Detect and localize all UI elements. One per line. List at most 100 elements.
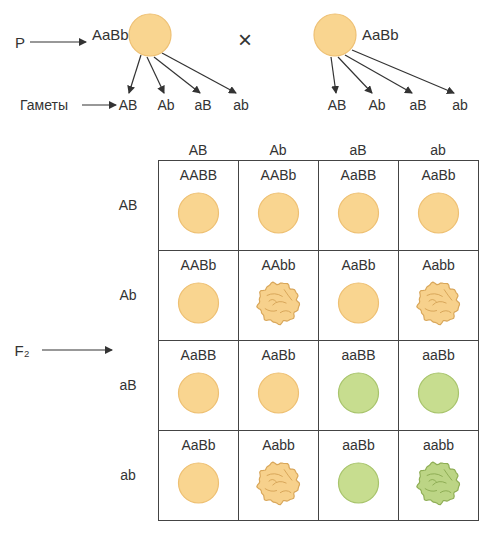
pea-wrinkle [444,290,452,300]
punnett-cell: AABB [158,160,239,251]
genotype-text: Aabb [399,258,478,272]
gamete-label: Ab [157,98,174,112]
gamete-label: Ab [368,98,385,112]
genotype-text: AaBB [319,168,398,182]
gamete-arrow [129,55,141,93]
pea-wrinkle [440,491,450,493]
pea-wrinkled [257,462,300,505]
pea-smooth [259,193,299,233]
pea-wrinkle [265,309,276,312]
pea-wrinkled [417,462,460,505]
cross-sign: × [238,28,252,52]
genotype-text: AaBb [159,438,238,452]
punnett-cell: AaBb [318,250,399,341]
gamete-arrow [352,50,454,93]
pea-wrinkle [280,491,290,493]
genotype-text: AaBB [159,348,238,362]
gamete-arrow [338,57,372,93]
row-header: AB [119,198,138,212]
pea-smooth [339,373,379,413]
genotype-text: AaBb [319,258,398,272]
gamete-arrow [162,53,236,93]
genotype-text: AABb [159,258,238,272]
punnett-cell: AABb [238,160,319,251]
generation-label: P [15,35,25,50]
generation-label: F₂ [15,343,30,358]
pea-wrinkle [273,301,286,304]
genotype-text: aaBb [399,348,478,362]
pea-smooth [259,373,299,413]
genotype-label: AaBb [362,27,399,42]
pea-smooth [339,463,379,503]
genotype-text: aaBB [319,348,398,362]
punnett-cell: AaBb [158,430,239,521]
parent-pea: AaBb [312,12,412,58]
pea-smooth [179,373,219,413]
punnett-cell: AAbb [238,250,319,341]
column-header: aB [349,143,366,157]
pea-smooth [339,193,379,233]
pea-smooth [419,193,459,233]
punnett-cell: aaBb [398,340,479,431]
gamete-arrow [154,57,200,93]
gamete-label: ab [452,98,468,112]
gamete-label: AB [328,98,347,112]
pea-wrinkled [417,282,460,325]
row-header: Ab [119,288,136,302]
pea-wrinkle [427,294,442,297]
genotype-text: AABB [159,168,238,182]
gamete-label: ab [233,98,249,112]
punnett-cell: AaBB [318,160,399,251]
pea-wrinkled [257,282,300,325]
pea-smooth [129,14,171,56]
pea-wrinkle [440,311,450,313]
column-header: ab [430,143,446,157]
pointer-arrow [42,349,112,350]
row-title: Гаметы [20,98,68,112]
punnett-cell: aaBb [318,430,399,521]
pea-wrinkle [280,311,290,313]
pea-wrinkle [427,474,442,477]
genotype-text: AaBb [399,168,478,182]
punnett-cell: AaBb [238,340,319,431]
pointer-arrow [30,41,86,42]
genotype-text: AAbb [239,258,318,272]
pea-wrinkle [273,481,286,484]
gamete-label: aB [194,98,211,112]
pea-smooth [179,463,219,503]
parent-pea: AaBb [92,12,172,58]
genotype-text: aabb [399,438,478,452]
genotype-text: AABb [239,168,318,182]
pea-wrinkle [429,299,437,302]
punnett-cell: AABb [158,250,239,341]
pea-wrinkle [267,474,282,477]
pea-wrinkle [284,470,292,480]
pea-wrinkle [425,309,436,312]
pea-wrinkle [433,301,446,304]
genotype-text: AaBb [239,348,318,362]
gamete-arrow [331,57,336,93]
genotype-label: AaBb [92,27,129,42]
genotype-text: Aabb [239,438,318,452]
punnett-cell: AaBB [158,340,239,431]
row-header: aB [119,378,136,392]
column-header: AB [189,143,208,157]
pea-wrinkle [265,489,276,492]
punnett-cell: aaBB [318,340,399,431]
punnett-cell: Aabb [398,250,479,341]
pea-smooth [179,283,219,323]
pea-wrinkle [425,489,436,492]
pea-smooth [314,14,356,56]
pea-wrinkle [269,299,277,302]
pea-wrinkle [429,479,437,482]
pea-wrinkle [269,479,277,482]
pea-wrinkle [444,470,452,480]
pea-wrinkle [267,294,282,297]
row-header: ab [120,468,136,482]
punnett-cell: AaBb [398,160,479,251]
column-header: Ab [269,143,286,157]
pea-smooth [179,193,219,233]
pea-wrinkle [284,290,292,300]
